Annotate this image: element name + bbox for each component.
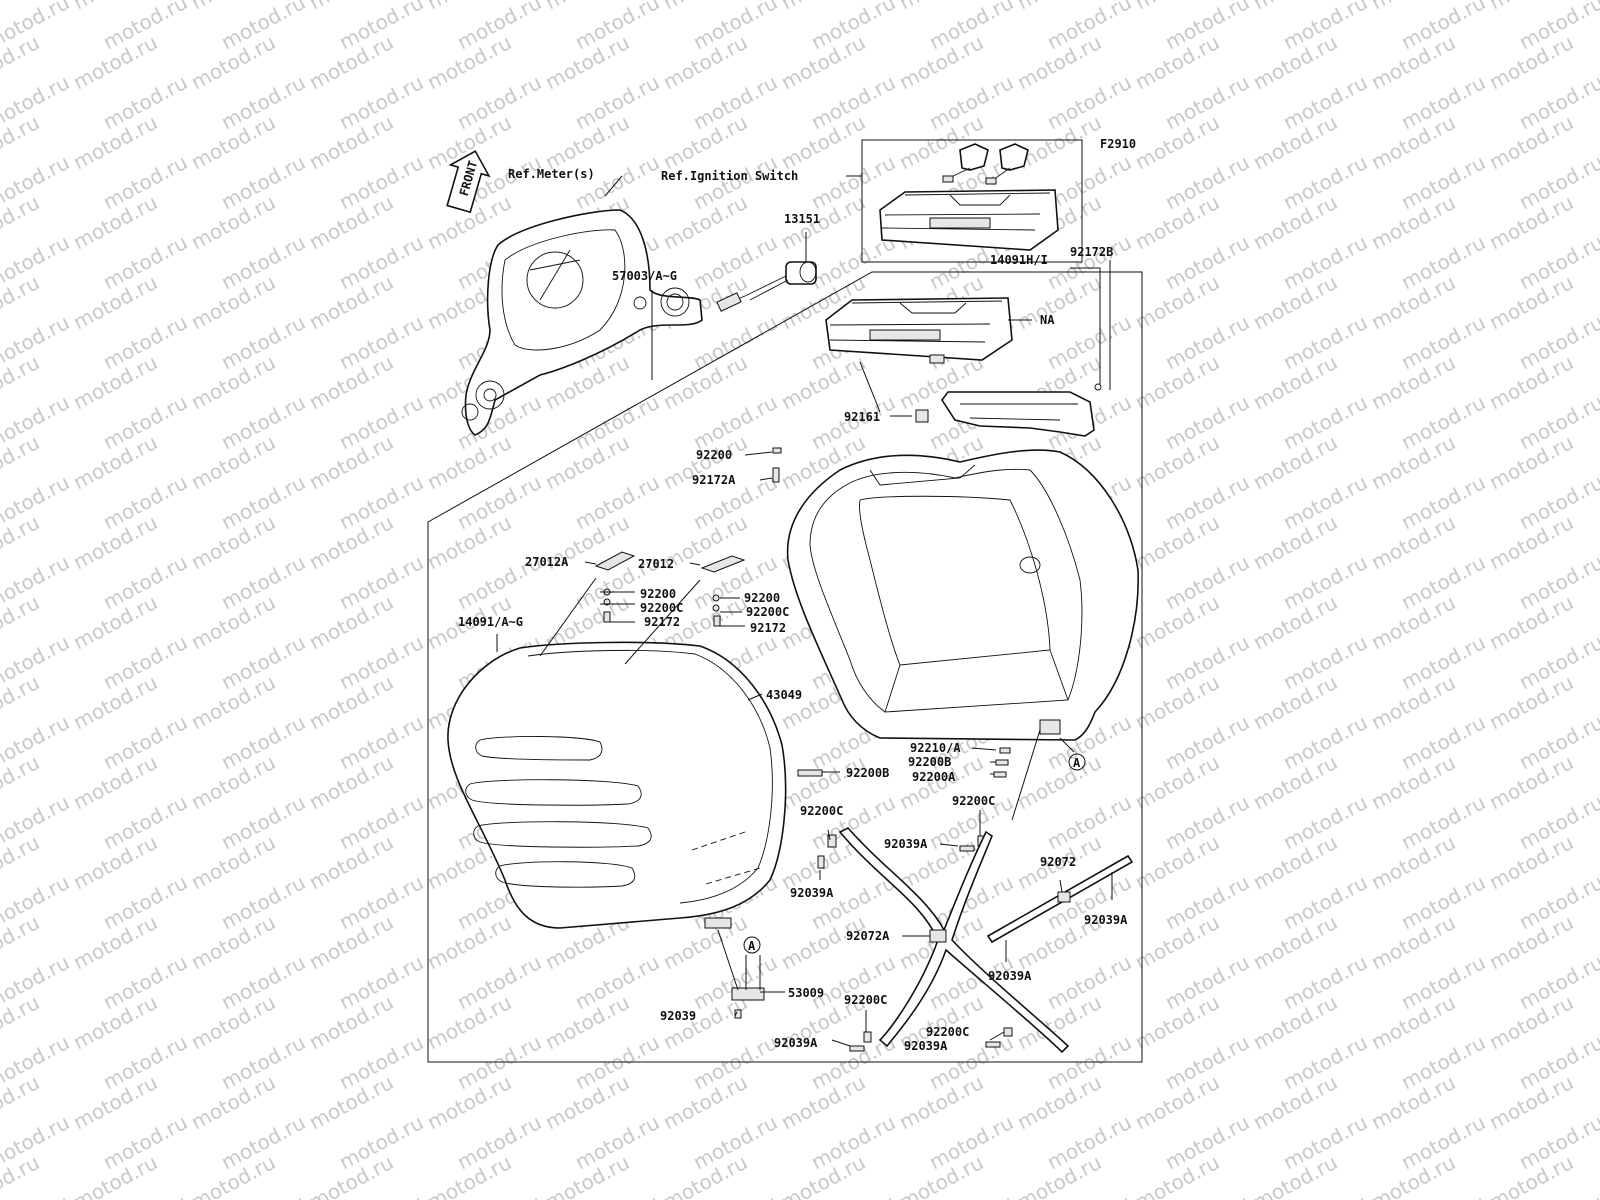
part-92200B-r: 92200B [908, 755, 951, 769]
strap-92072 [986, 854, 1134, 944]
part-53009: 53009 [788, 986, 824, 1000]
svg-text:A: A [748, 939, 756, 953]
part-92172A: 92172A [692, 473, 736, 487]
svg-text:A: A [1073, 756, 1081, 770]
part-92172B: 92172B [1070, 245, 1113, 259]
inner-cover [941, 383, 1102, 437]
part-92200C-a: 92200C [800, 804, 843, 818]
part-92200-r: 92200 [744, 591, 780, 605]
part-92200B: 92200B [846, 766, 889, 780]
ref-meter-label: Ref.Meter(s) [508, 167, 595, 181]
part-14091AG: 14091/A~G [458, 615, 523, 629]
part-92200C-c: 92200C [844, 993, 887, 1007]
hinge-plate [700, 555, 746, 573]
part-14091HI: 14091H/I [990, 253, 1048, 267]
part-NA: NA [1040, 313, 1055, 327]
part-92039A-d: 92039A [988, 969, 1032, 983]
part-92161: 92161 [844, 410, 880, 424]
part-57003: 57003/A~G [612, 269, 677, 283]
part-92039A-f: 92039A [904, 1039, 948, 1053]
front-arrow-icon: FRONT [446, 150, 491, 214]
ignition-socket [716, 261, 817, 312]
ignition-inset-frame [861, 139, 1083, 263]
part-92200A: 92200A [912, 770, 956, 784]
part-92039A-c: 92039A [1084, 913, 1128, 927]
part-92072A: 92072A [846, 929, 890, 943]
part-92172-r: 92172 [750, 621, 786, 635]
part-92200C-b: 92200C [952, 794, 995, 808]
part-92210A: 92210/A [910, 741, 961, 755]
part-27012A: 27012A [525, 555, 569, 569]
damper-rubber [915, 409, 929, 423]
callout-a-left: A [743, 936, 761, 954]
part-92039A-a: 92039A [884, 837, 928, 851]
ignition-keys [942, 143, 1029, 185]
ignition-switch-inset [879, 189, 1059, 251]
saddlebag-lid [447, 641, 787, 929]
watermark-text: motod.ru [0, 1190, 73, 1200]
part-92200-l: 92200 [640, 587, 676, 601]
part-92200C-r: 92200C [746, 605, 789, 619]
part-92072: 92072 [1040, 855, 1076, 869]
part-92039A-b: 92039A [790, 886, 834, 900]
diagram-labels: F2910 Ref.Meter(s) Ref.Ignition Switch 1… [458, 137, 1136, 1053]
part-27012: 27012 [638, 557, 674, 571]
ignition-switch-unit [825, 297, 1013, 364]
assembly-frame [427, 271, 1143, 1063]
part-92200C-l: 92200C [640, 601, 683, 615]
part-92172-l: 92172 [644, 615, 680, 629]
leader-lines [496, 175, 1113, 1047]
meter-housing [461, 209, 703, 436]
hinge-plate-a [594, 551, 636, 571]
ref-ignition-label: Ref.Ignition Switch [661, 169, 798, 183]
figure-code: F2910 [1100, 137, 1136, 151]
strap-92072A [838, 827, 1070, 1054]
part-13151: 13151 [784, 212, 820, 226]
part-92039: 92039 [660, 1009, 696, 1023]
part-92039A-e: 92039A [774, 1036, 818, 1050]
part-92200C-d: 92200C [926, 1025, 969, 1039]
part-43049: 43049 [766, 688, 802, 702]
callout-a-right: A [1068, 753, 1086, 771]
part-92200-top: 92200 [696, 448, 732, 462]
saddlebag-case [786, 449, 1139, 741]
